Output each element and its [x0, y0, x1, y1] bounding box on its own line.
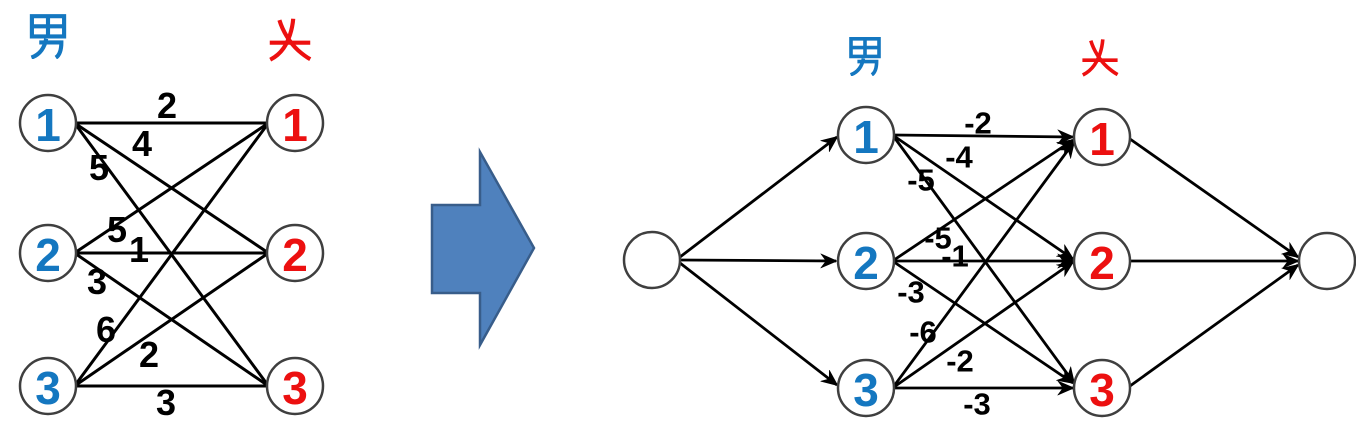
left-weight-3-3: 3 [155, 382, 177, 423]
left-weight-3-1: 6 [95, 309, 117, 350]
right-edge-1-2 [893, 134, 1073, 261]
left-weight-3-2: 2 [138, 334, 160, 375]
left-graph-female-header: 女 [267, 16, 313, 62]
right-weight-1-3: -5 [907, 162, 935, 198]
right-weight-2-2: -1 [941, 238, 969, 274]
right-edge-2-3 [893, 260, 1073, 385]
right-edge-f1-sink [1129, 137, 1298, 259]
right-edge-source-m2 [679, 260, 836, 261]
left-weight-1-2: 4 [131, 123, 153, 164]
right-male-node-3-circle [836, 358, 896, 418]
right-male-node-2-label: 2 [853, 237, 879, 289]
left-graph-edges [74, 121, 269, 388]
left-male-node-1-circle [18, 93, 78, 153]
right-male-node-1-circle [836, 105, 896, 165]
left-graph-male-header: 男 [25, 13, 71, 59]
left-weight-1-1: 2 [156, 85, 178, 126]
sink-node-circle [1297, 231, 1356, 291]
right-male-node-3-label: 3 [853, 364, 879, 416]
right-edge-2-1 [893, 138, 1073, 262]
right-weight-2-1: -5 [924, 220, 952, 256]
left-male-node-1-label: 1 [35, 99, 61, 151]
left-female-node-2-label: 2 [282, 229, 308, 281]
right-female-node-3-label: 3 [1089, 364, 1115, 416]
left-edge-3-1 [74, 124, 269, 385]
right-graph-nodes [622, 105, 1356, 418]
right-weight-1-2: -4 [945, 139, 973, 175]
left-male-node-2-circle [18, 223, 78, 283]
right-weight-2-3: -3 [897, 274, 925, 310]
right-weight-3-3: -3 [963, 386, 991, 422]
right-graph-male-header: 男 [845, 36, 885, 76]
left-edge-2-1 [75, 122, 268, 254]
source-node-circle [622, 230, 682, 290]
right-edge-source-m1 [679, 137, 837, 259]
left-female-node-1-circle [265, 93, 325, 153]
right-weight-3-1: -6 [909, 314, 937, 350]
right-edge-3-2 [893, 260, 1073, 389]
left-male-node-3-circle [18, 356, 78, 416]
right-female-node-2-label: 2 [1089, 237, 1115, 289]
right-graph-female-header: 女 [1080, 37, 1120, 77]
left-female-node-1-label: 1 [282, 99, 308, 151]
right-graph-edges [679, 134, 1298, 389]
left-edge-3-2 [75, 252, 268, 387]
right-edge-f3-sink [1129, 263, 1298, 388]
right-female-node-3-circle [1072, 358, 1132, 418]
right-female-node-1-circle [1072, 107, 1132, 167]
left-weight-2-2: 1 [128, 229, 150, 270]
left-female-node-2-circle [265, 223, 325, 283]
right-edge-1-1 [893, 135, 1073, 137]
left-weight-2-1: 5 [106, 209, 128, 250]
left-female-node-3-circle [265, 356, 325, 416]
left-weight-1-3: 5 [88, 147, 110, 188]
left-male-node-2-label: 2 [35, 229, 61, 281]
right-male-node-1-label: 1 [853, 111, 879, 163]
right-edge-source-m3 [679, 261, 837, 385]
transform-arrow-shape [430, 147, 536, 350]
left-weight-2-3: 3 [86, 261, 108, 302]
left-female-node-3-label: 3 [282, 362, 308, 414]
left-graph-nodes [18, 93, 325, 416]
right-weight-1-1: -2 [964, 105, 992, 141]
right-female-node-2-circle [1072, 231, 1132, 291]
left-male-node-3-label: 3 [35, 362, 61, 414]
right-weight-3-2: -2 [946, 343, 974, 379]
right-male-node-2-circle [836, 231, 896, 291]
right-female-node-1-label: 1 [1089, 113, 1115, 165]
right-edge-3-1 [892, 142, 1076, 387]
